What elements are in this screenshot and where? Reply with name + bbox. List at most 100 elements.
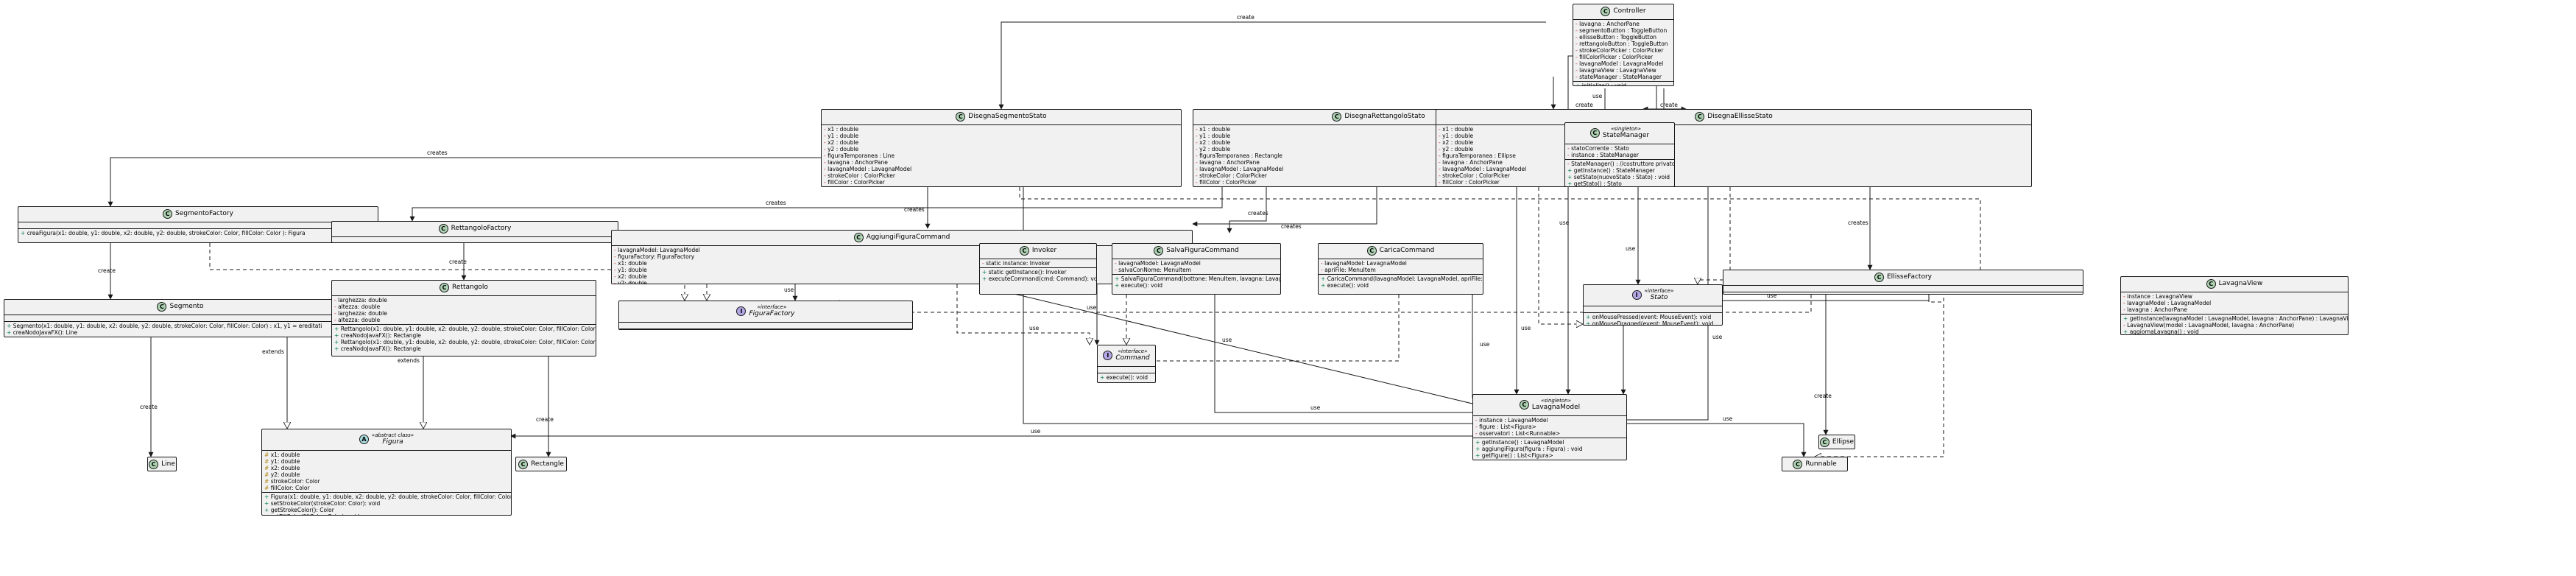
class-icon: C xyxy=(157,301,167,312)
visibility-marker: - xyxy=(1575,27,1578,34)
methods-section: + CaricaCommand(lavagnaModel: LavagnaMod… xyxy=(1319,275,1483,289)
member-text: creaNodoJavaFX(): Rectangle xyxy=(340,332,421,339)
methods-section: + static getInstance(): Invoker+ execute… xyxy=(980,268,1096,283)
edge-label: create xyxy=(1237,14,1255,21)
class-header: C«singleton»StateManager xyxy=(1565,123,1674,144)
member-text: execute(): void xyxy=(1121,282,1163,289)
visibility-marker: - xyxy=(1439,126,1441,133)
visibility-marker: - xyxy=(1575,60,1578,67)
member-text: getInstance() : LavagnaModel xyxy=(1481,439,1564,446)
visibility-marker: - xyxy=(824,159,826,166)
class-stato: I«interface»Stato+ onMousePressed(event:… xyxy=(1583,284,1723,326)
visibility-marker: - xyxy=(614,253,616,260)
visibility-marker: + xyxy=(1475,446,1481,452)
member-text: Rettangolo(x1: double, y1: double, x2: d… xyxy=(340,339,596,345)
member-text: strokeColor : ColorPicker xyxy=(1442,172,1510,179)
member-text: lavagnaModel : LavagnaModel xyxy=(1442,166,1527,172)
class-icon: C xyxy=(440,282,450,292)
attribute: - lavagnaModel : LavagnaModel xyxy=(1196,166,1562,172)
attributes-section xyxy=(1584,306,1722,313)
class-title: «abstract class»Figura xyxy=(372,432,414,446)
attribute: - y1 : double xyxy=(1196,133,1562,139)
member-text: y1: double xyxy=(618,267,647,273)
methods-section: + creaFigura(x1: double, y1: double, x2:… xyxy=(619,329,912,330)
member-text: y2 : double xyxy=(1442,146,1474,152)
member-text: LavagnaView(model : LavagnaModel, lavagn… xyxy=(2127,322,2295,329)
visibility-marker: - xyxy=(334,317,336,323)
visibility-marker: - xyxy=(824,133,826,139)
class-name: SalvaFiguraCommand xyxy=(1166,247,1239,254)
attribute: - lavagnaModel: LavagnaModel xyxy=(1321,260,1481,267)
class-title: Controller xyxy=(1613,7,1645,15)
member-text: rettangoloButton : ToggleButton xyxy=(1579,41,1668,47)
attribute: - apriFile: MenuItem xyxy=(1321,267,1481,273)
visibility-marker: - xyxy=(1321,260,1323,267)
edge-model-figura xyxy=(510,433,1547,457)
edge-label: use xyxy=(1087,304,1097,311)
edge-label: creates xyxy=(427,150,448,156)
attribute: - instance : LavagnaView xyxy=(2123,293,2346,300)
edge-rettstato-aggiungi xyxy=(1227,187,1267,233)
attribute: - lavagnaModel: LavagnaModel xyxy=(614,247,1190,253)
member-text: lavagna : AnchorPane xyxy=(2127,306,2187,313)
visibility-marker: - xyxy=(1196,146,1198,152)
edge-model-runnable xyxy=(1627,423,1807,457)
member-text: figure : List<Figura> xyxy=(1479,424,1536,430)
visibility-marker: + xyxy=(334,339,339,345)
attributes-section xyxy=(1098,367,1155,373)
visibility-marker: - xyxy=(2123,293,2125,300)
attribute: # x2: double xyxy=(264,465,509,471)
attribute: - y2: double xyxy=(614,280,1190,284)
edge-ellstato-stato xyxy=(1698,187,1731,284)
edge-label: use xyxy=(1222,337,1232,343)
stereotype: «singleton» xyxy=(1611,126,1641,132)
member-text: Rettangolo(x1: double, y1: double, x2: d… xyxy=(340,326,596,332)
edge-salva-model xyxy=(1214,295,1510,415)
visibility-marker: - xyxy=(1567,145,1570,152)
interface-icon: I xyxy=(736,306,747,316)
attribute: - strokeColor : ColorPicker xyxy=(1439,172,2029,179)
method: + onMousePressed(event: MouseEvent): voi… xyxy=(1586,314,1720,320)
visibility-marker: + xyxy=(982,269,987,275)
class-name: LavagnaView xyxy=(2218,280,2263,287)
visibility-marker: + xyxy=(1567,180,1573,187)
attribute: - larghezza: double xyxy=(334,310,593,317)
method: + static getInstance(): Invoker xyxy=(982,269,1094,275)
member-text: x1 : double xyxy=(828,126,859,133)
attributes-section xyxy=(619,323,912,329)
member-text: lavagnaModel: LavagnaModel xyxy=(1118,260,1201,267)
visibility-marker: - xyxy=(1196,126,1198,133)
method: + execute(): void xyxy=(1115,282,1278,289)
attributes-section: - x1 : double- y1 : double- x2 : double-… xyxy=(1436,125,2031,186)
visibility-marker: + xyxy=(334,332,339,339)
class-name: Line xyxy=(161,460,175,468)
stereotype: «singleton» xyxy=(1541,398,1571,404)
visibility-marker: - xyxy=(1575,67,1578,74)
member-text: y1 : double xyxy=(1442,133,1474,139)
attribute: - fillColor : ColorPicker xyxy=(1439,179,2029,186)
visibility-marker: + xyxy=(334,345,339,352)
edge-segfactory-ff xyxy=(209,243,685,301)
attributes-section xyxy=(4,315,356,322)
visibility-marker: - xyxy=(824,139,826,146)
visibility-marker: - xyxy=(824,126,826,133)
attribute: - y2 : double xyxy=(824,146,1179,152)
edge-controller-segmento-stato xyxy=(998,21,1546,110)
member-text: creaNodoJavaFX(): Line xyxy=(13,329,78,336)
visibility-marker: - xyxy=(1439,166,1441,172)
member-text: aggiornaLavagna() : void xyxy=(2129,329,2199,335)
visibility-marker: + xyxy=(264,494,269,500)
visibility-marker: - xyxy=(1575,54,1578,60)
edge-view-model xyxy=(1620,291,1930,395)
attribute: - lavagnaModel: LavagnaModel xyxy=(1115,260,1278,267)
member-text: lavagnaModel : LavagnaModel xyxy=(1579,60,1664,67)
member-text: fillColor : ColorPicker xyxy=(1199,179,1257,186)
member-text: osservatori : List<Runnable> xyxy=(1479,430,1561,437)
visibility-marker: + xyxy=(7,329,12,336)
class-name: AggiungiFiguraCommand xyxy=(866,233,950,241)
